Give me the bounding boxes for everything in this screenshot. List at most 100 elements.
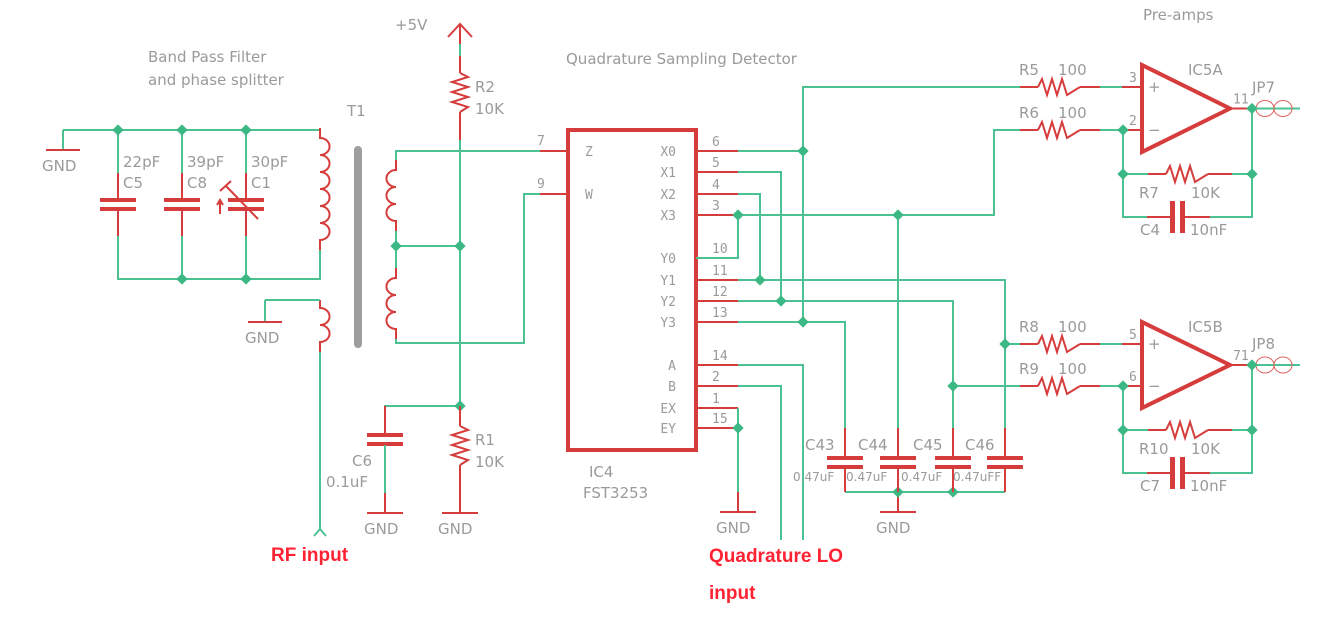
pin-number: 9	[537, 177, 545, 192]
gnd-label: GND	[245, 329, 279, 347]
capacitor-c8: 39pF C8	[164, 153, 224, 236]
secondary-coil-upper	[385, 160, 397, 231]
pin-number: 6	[712, 135, 720, 150]
lo-input-annotation-line2: input	[709, 583, 756, 604]
r8-value: 100	[1058, 318, 1087, 336]
band-pass-subtitle: and phase splitter	[148, 71, 285, 89]
gnd-label: GND	[876, 519, 910, 537]
pin-name: X2	[660, 188, 676, 203]
junction	[732, 422, 744, 434]
c45-ref: C45	[913, 436, 943, 454]
r6-value: 100	[1058, 104, 1087, 122]
ic4-part: FST3253	[583, 484, 648, 502]
pin-number: 2	[712, 370, 720, 385]
r10-value: 10K	[1191, 440, 1221, 458]
junction	[947, 380, 959, 392]
c4-ref: C4	[1140, 221, 1160, 239]
pin-number: 5	[712, 156, 720, 171]
junction	[1117, 124, 1129, 136]
c45-value: 0.47uF	[901, 470, 942, 484]
junction	[999, 338, 1011, 350]
band-pass-filter: GND 22pF C5 39pF C8	[42, 124, 321, 285]
pin-name: W	[585, 188, 593, 203]
z-wire	[395, 150, 540, 160]
pin-number: 12	[712, 285, 728, 300]
resistor-r10: R10 10K	[1139, 418, 1232, 458]
pin-number: 2	[1129, 114, 1137, 129]
rf-input-arrow-icon	[313, 527, 327, 537]
pin-name: X0	[660, 145, 676, 160]
c43-ref: C43	[805, 436, 835, 454]
junction	[797, 145, 809, 157]
gnd-label: GND	[42, 157, 76, 175]
pin-name: EX	[660, 402, 676, 417]
r5-value: 100	[1058, 61, 1087, 79]
capacitor-c45: C45 0.47uF	[901, 428, 971, 492]
c5-ref: C5	[123, 174, 143, 192]
junction	[1246, 424, 1258, 436]
qsd-title: Quadrature Sampling Detector	[566, 50, 798, 68]
minus-sign: −	[1148, 377, 1161, 395]
connector-jp7: JP7	[1251, 79, 1300, 117]
minus-sign: −	[1148, 121, 1161, 139]
junction	[732, 209, 744, 221]
r8-ref: R8	[1019, 318, 1039, 336]
primary-coil	[319, 128, 331, 250]
pin-number: 13	[712, 306, 728, 321]
c8-ref: C8	[187, 174, 207, 192]
r1-value: 10K	[475, 453, 505, 471]
c7-value: 10nF	[1190, 477, 1227, 495]
resistor-r2: R2 10K	[448, 56, 505, 140]
connector-jp8: JP8	[1251, 335, 1300, 374]
junction	[176, 273, 188, 285]
pin-name: Y3	[660, 316, 676, 331]
pin-name: Y1	[660, 274, 676, 289]
gnd-label: GND	[364, 520, 398, 538]
junction	[1246, 359, 1258, 371]
pin-name: B	[668, 380, 676, 395]
pin-number: 3	[1129, 71, 1137, 86]
t1-ref: T1	[346, 102, 366, 120]
r9-ref: R9	[1019, 360, 1039, 378]
capacitor-c6: C6 0.1uF GND	[326, 406, 403, 538]
ic4-ref: IC4	[589, 463, 613, 481]
r2-ref: R2	[475, 78, 495, 96]
mux-wiring: GND	[696, 86, 1020, 540]
r6-ref: R6	[1019, 104, 1039, 122]
junction	[1117, 424, 1129, 436]
r7-value: 10K	[1191, 184, 1221, 202]
resistor-r8: R8 100	[1019, 318, 1142, 356]
c5-value: 22pF	[123, 153, 160, 171]
resistor-r5: R5 100	[1019, 61, 1142, 99]
junction	[1117, 168, 1129, 180]
band-pass-title: Band Pass Filter	[148, 48, 267, 66]
junction	[754, 274, 766, 286]
opamp-ref: IC5A	[1188, 61, 1223, 79]
pin-name: EY	[660, 422, 676, 437]
c1-ref: C1	[251, 174, 271, 192]
preamps-title: Pre-amps	[1143, 6, 1214, 24]
resistor-r1: R1 10K GND	[438, 406, 505, 538]
w-wire	[395, 193, 540, 344]
junction	[240, 124, 252, 136]
junction	[1246, 102, 1258, 115]
junction	[240, 273, 252, 285]
pin-number: 71	[1233, 349, 1249, 364]
plus-sign: +	[1148, 78, 1161, 96]
pin-number: 6	[1129, 370, 1137, 385]
ic4-body	[566, 128, 698, 452]
r5-ref: R5	[1019, 61, 1039, 79]
pin-name: X3	[660, 209, 676, 224]
r10-ref: R10	[1139, 440, 1169, 458]
